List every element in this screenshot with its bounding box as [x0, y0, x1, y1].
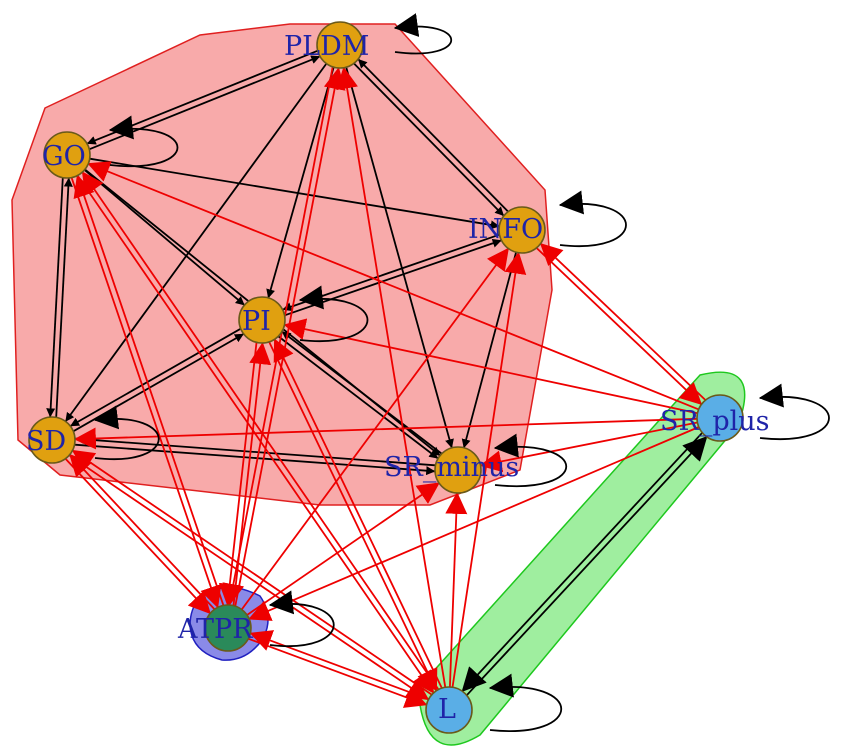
edge-sr-plus-to-atpr	[248, 426, 700, 621]
edge-pldm-to-sd	[64, 63, 328, 422]
node-sr-plus[interactable]	[696, 394, 744, 442]
self-loop-l	[488, 673, 563, 732]
edge-sr-plus-to-sd	[73, 417, 698, 450]
node-label-atpr: ATPR	[177, 614, 253, 645]
node-atpr[interactable]	[204, 604, 252, 652]
edge-go-to-l	[76, 175, 435, 694]
label-layer: PLDM GO INFO PI SD SR_minus SR_plus ATPR…	[26, 31, 770, 725]
node-l[interactable]	[425, 686, 473, 734]
edge-info-to-sr-minus	[461, 251, 517, 449]
edge-pldm-to-sr-minus	[345, 66, 454, 449]
edge-sd-to-go	[55, 177, 73, 418]
edge-sd-to-sr-minus	[74, 443, 436, 476]
self-loop-info	[558, 190, 627, 247]
edge-pldm-to-info	[353, 62, 505, 217]
edge-go-to-atpr	[70, 177, 222, 609]
node-label-pldm: PLDM	[284, 31, 369, 62]
edge-l-to-pldm	[336, 66, 447, 688]
edge-pi-to-l	[268, 341, 438, 692]
node-label-sr-minus: SR_minus	[384, 452, 519, 483]
edge-info-to-sr-plus	[535, 247, 703, 406]
edge-pi-to-sr-minus	[277, 335, 439, 460]
self-loop-atpr	[268, 590, 335, 647]
edge-atpr-to-sd	[69, 453, 216, 610]
edge-atpr-to-info	[240, 247, 510, 611]
edge-atpr-to-go	[73, 174, 225, 606]
edge-l-to-sd	[71, 449, 433, 696]
self-loop-sd	[93, 405, 160, 461]
self-loop-pi	[298, 285, 369, 342]
edge-sd-to-l	[68, 454, 430, 701]
edge-sr-minus-to-pi	[281, 330, 443, 455]
edge-sr-minus-to-sd	[74, 434, 436, 467]
self-loop-sr-minus	[493, 433, 568, 488]
edge-atpr-to-l	[248, 637, 428, 708]
edge-sr-plus-to-pi	[283, 318, 698, 415]
edge-go-to-info	[89, 157, 500, 230]
edge-sr-plus-to-info	[539, 242, 707, 401]
edge-l-to-sr-minus	[445, 491, 468, 688]
edge-sr-plus-to-go	[87, 161, 700, 411]
node-layer	[28, 21, 744, 734]
node-label-sr-plus: SR_plus	[660, 406, 770, 437]
edge-sd-to-atpr	[64, 458, 211, 615]
node-label-info: INFO	[468, 214, 543, 245]
edge-pldm-to-atpr	[222, 66, 334, 606]
node-label-l: L	[438, 694, 456, 725]
edge-sr-plus-to-l	[461, 432, 703, 692]
cluster-red-region	[11, 23, 553, 506]
self-loop-sr-plus	[758, 383, 830, 440]
self-loop-layer	[93, 13, 830, 732]
edge-info-to-pldm	[357, 58, 509, 213]
edge-go-to-pi	[84, 169, 245, 306]
edge-atpr-to-pldm	[234, 67, 346, 607]
node-label-go: GO	[42, 141, 86, 172]
self-loop-pldm	[393, 13, 453, 55]
node-pldm[interactable]	[316, 21, 364, 69]
node-sd[interactable]	[28, 416, 76, 464]
edge-layer	[46, 49, 708, 708]
self-loop-go	[108, 115, 179, 168]
edge-pi-to-atpr	[218, 342, 258, 606]
node-label-pi: PI	[242, 306, 271, 337]
edge-go-to-sd	[46, 177, 64, 418]
edge-l-to-atpr	[249, 630, 429, 701]
node-pi[interactable]	[238, 296, 286, 344]
edge-l-to-pi	[273, 338, 443, 689]
edge-sr-plus-to-sr-minus	[479, 421, 698, 473]
edge-l-to-go	[81, 171, 440, 690]
node-sr-minus[interactable]	[434, 446, 482, 494]
edge-pldm-to-pi	[266, 66, 335, 299]
node-label-sd: SD	[26, 426, 66, 457]
node-info[interactable]	[498, 206, 546, 254]
edge-l-to-sr-plus	[466, 436, 708, 696]
node-go[interactable]	[43, 131, 91, 179]
edge-l-to-info	[451, 251, 527, 688]
